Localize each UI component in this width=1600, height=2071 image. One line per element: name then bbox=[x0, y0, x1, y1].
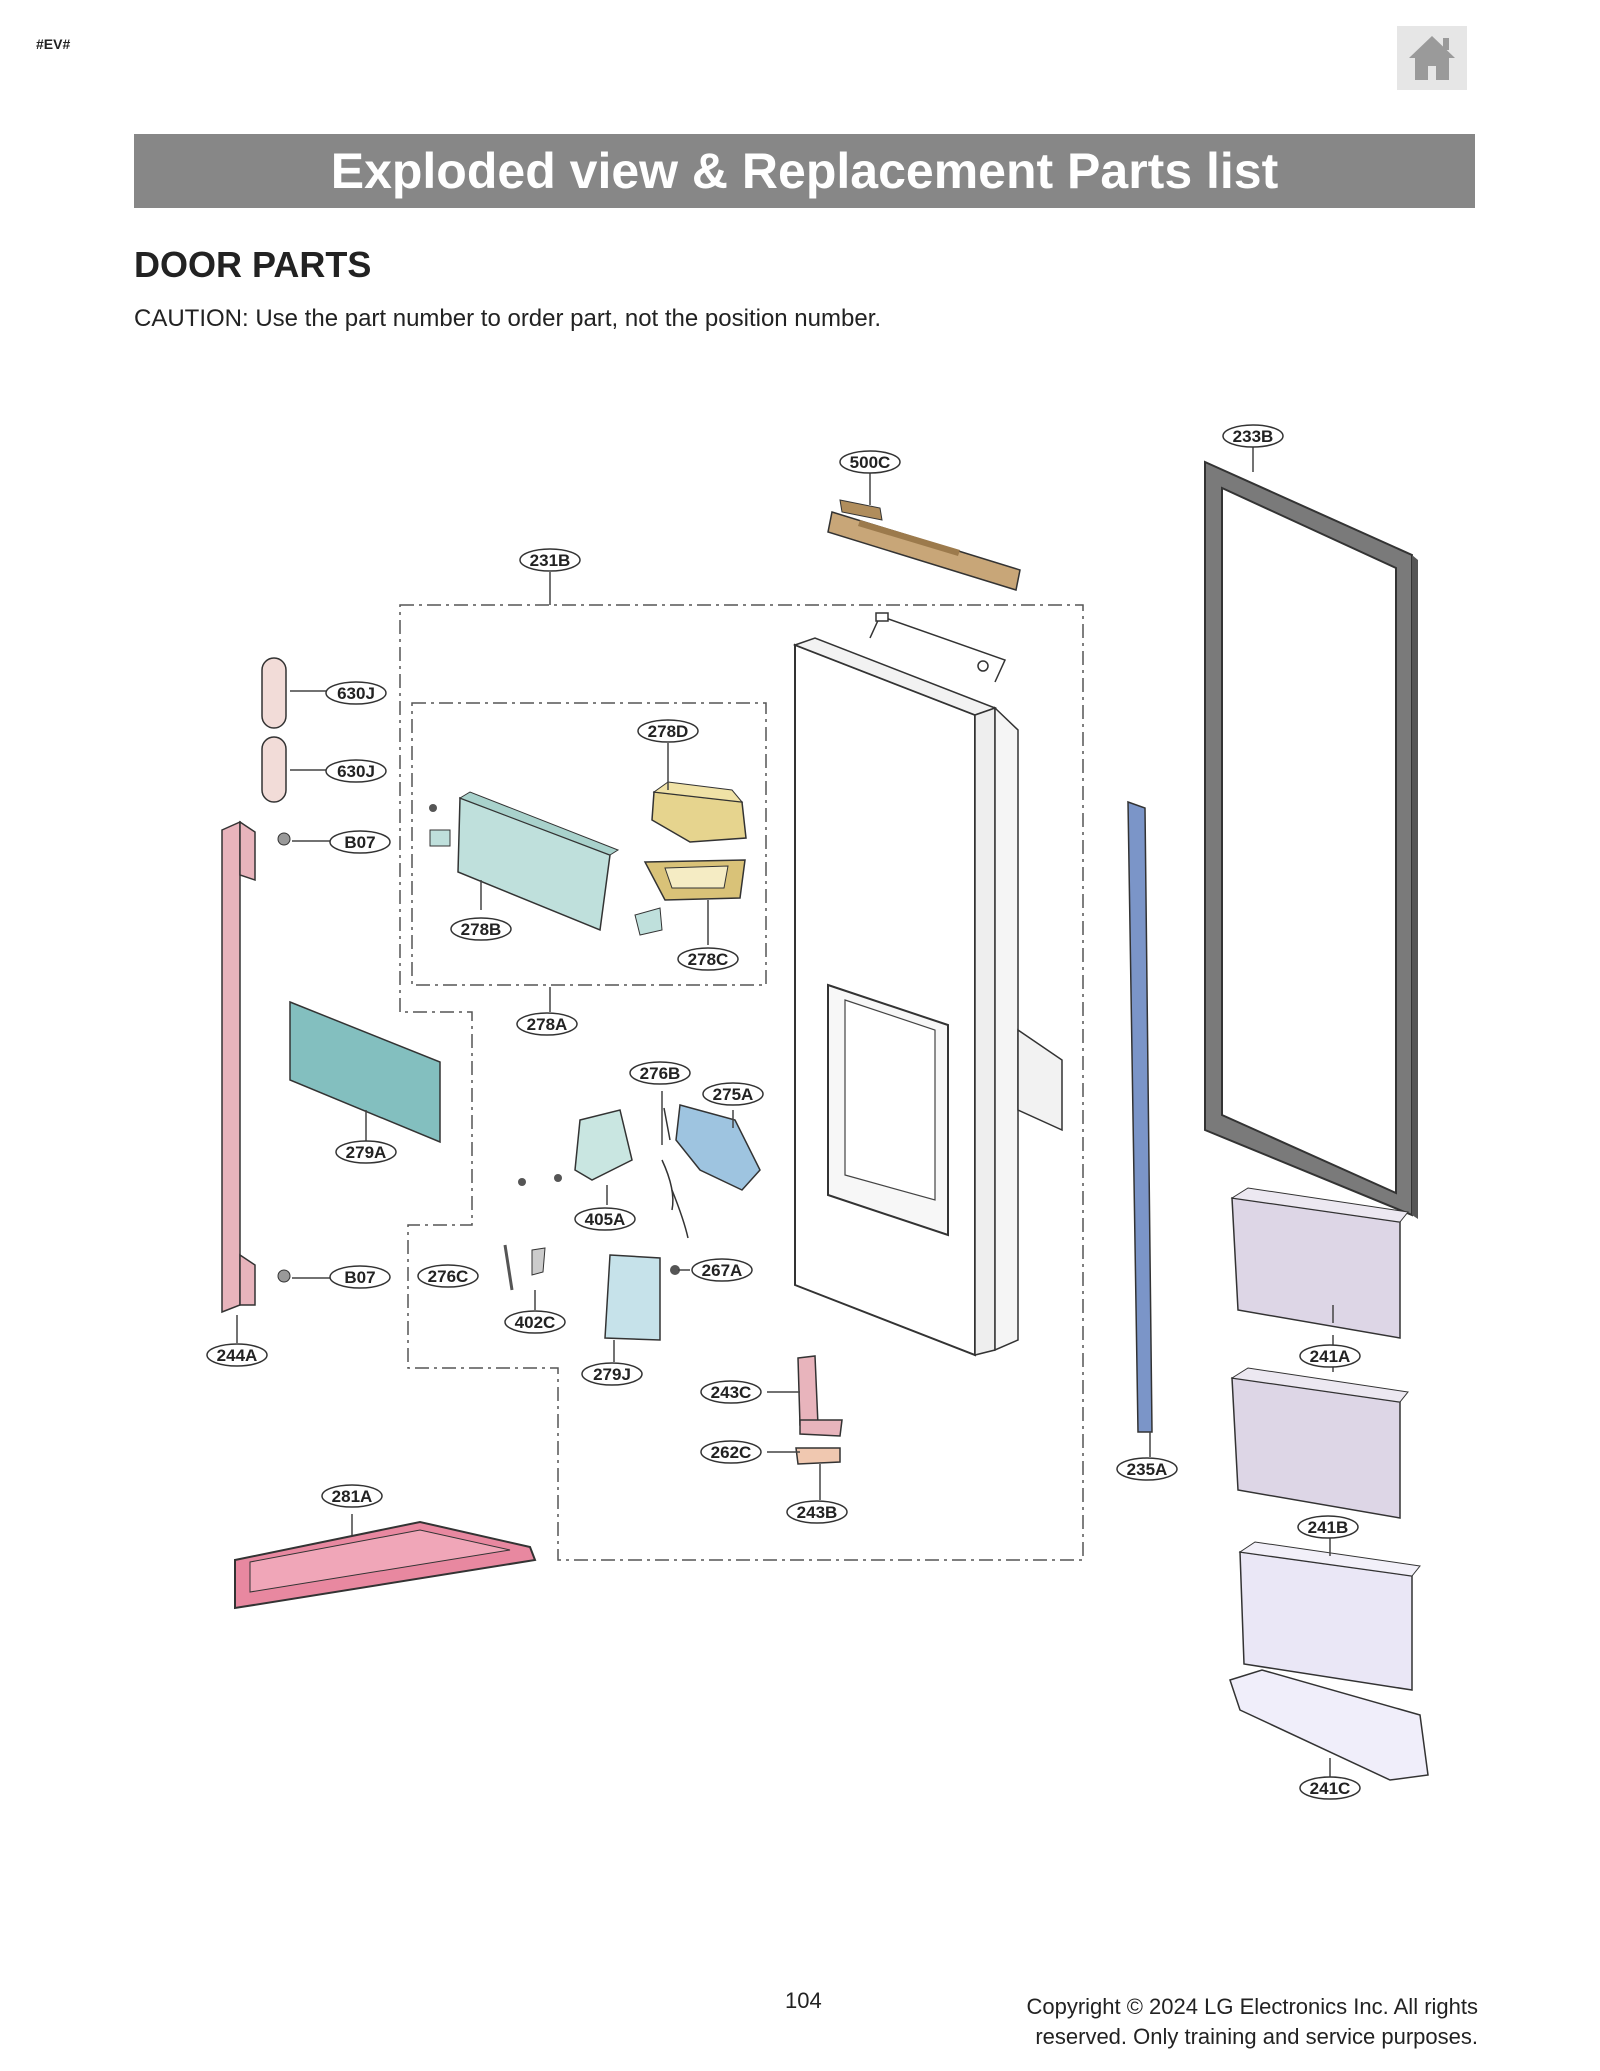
page-number: 104 bbox=[785, 1988, 822, 2013]
bracket-small bbox=[634, 907, 663, 936]
callout-276b: 276B bbox=[629, 1061, 691, 1085]
copyright-line-1: Copyright © 2024 LG Electronics Inc. All… bbox=[1026, 1994, 1478, 2019]
tray-281a bbox=[234, 1520, 537, 1610]
callout-label: 278B bbox=[461, 920, 502, 939]
callout-630j-2: 630J bbox=[325, 759, 387, 783]
callout-label: 500C bbox=[850, 453, 891, 472]
callout-label: 241A bbox=[1310, 1347, 1351, 1366]
callout-278a: 278A bbox=[516, 1012, 578, 1036]
copyright: Copyright © 2024 LG Electronics Inc. All… bbox=[918, 1992, 1478, 2052]
assembly-boundary bbox=[399, 604, 1084, 1561]
lever-276c bbox=[503, 1244, 546, 1291]
cap-630j-upper bbox=[261, 657, 287, 729]
bracket-278b bbox=[429, 791, 620, 932]
callout-233b: 233B bbox=[1222, 424, 1284, 448]
solenoid-405a bbox=[518, 1109, 633, 1186]
bin-241b bbox=[1238, 1541, 1421, 1691]
callout-243c: 243C bbox=[700, 1380, 762, 1404]
callout-630j-1: 630J bbox=[325, 681, 387, 705]
bin-241a-lower bbox=[1230, 1367, 1409, 1519]
section-title: DOOR PARTS bbox=[134, 244, 372, 285]
callout-279a: 279A bbox=[335, 1140, 397, 1164]
callout-278c: 278C bbox=[677, 947, 739, 971]
callout-278d: 278D bbox=[637, 719, 699, 743]
home-icon bbox=[1409, 36, 1455, 80]
callout-label: 275A bbox=[713, 1085, 754, 1104]
document-tag: #EV# bbox=[36, 36, 71, 52]
callout-label: 233B bbox=[1233, 427, 1274, 446]
callout-241c: 241C bbox=[1299, 1776, 1361, 1800]
door-body bbox=[792, 612, 1063, 1357]
callout-241a: 241A bbox=[1299, 1344, 1361, 1368]
callout-500c: 500C bbox=[839, 450, 901, 474]
callout-b07-2: B07 bbox=[329, 1265, 391, 1289]
callout-label: 278A bbox=[527, 1015, 568, 1034]
callout-label: 231B bbox=[530, 551, 571, 570]
page-title: Exploded view & Replacement Parts list bbox=[330, 143, 1279, 199]
bin-241c bbox=[1229, 1669, 1429, 1781]
callout-label: 281A bbox=[332, 1487, 373, 1506]
hinge-243b bbox=[795, 1447, 841, 1465]
callout-label: 278C bbox=[688, 950, 729, 969]
callout-276c: 276C bbox=[417, 1264, 479, 1288]
callout-label: 243C bbox=[711, 1383, 752, 1402]
callout-label: 243B bbox=[797, 1503, 838, 1522]
callout-label: 402C bbox=[515, 1313, 556, 1332]
callout-label: 241C bbox=[1310, 1779, 1351, 1798]
callout-label: 278D bbox=[648, 722, 689, 741]
gasket-strip-235a bbox=[1127, 800, 1153, 1433]
callout-label: 235A bbox=[1127, 1460, 1168, 1479]
callout-label: 276B bbox=[640, 1064, 681, 1083]
handle-244a bbox=[221, 820, 256, 1314]
callout-267a: 267A bbox=[691, 1258, 753, 1282]
callout-label: 276C bbox=[428, 1267, 469, 1286]
callout-231b: 231B bbox=[519, 548, 581, 572]
callout-243b: 243B bbox=[786, 1500, 848, 1524]
door-gasket-233b bbox=[1204, 460, 1418, 1219]
callout-label: 279J bbox=[593, 1365, 631, 1384]
callout-402c: 402C bbox=[504, 1310, 566, 1334]
callout-235a: 235A bbox=[1116, 1457, 1178, 1481]
callout-label: 244A bbox=[217, 1346, 258, 1365]
hinge-243c bbox=[797, 1355, 843, 1437]
callout-281a: 281A bbox=[321, 1484, 383, 1508]
leader-lines bbox=[236, 446, 1334, 1778]
copyright-line-2: reserved. Only training and service purp… bbox=[1035, 2024, 1478, 2049]
title-bar: Exploded view & Replacement Parts list bbox=[134, 134, 1475, 208]
cap-630j-lower bbox=[261, 736, 287, 803]
callout-244a: 244A bbox=[206, 1343, 268, 1367]
callout-262c: 262C bbox=[700, 1440, 762, 1464]
callout-label: 405A bbox=[585, 1210, 626, 1229]
callout-b07-1: B07 bbox=[329, 830, 391, 854]
panel-279a bbox=[289, 1000, 441, 1144]
cover-279j bbox=[604, 1254, 680, 1341]
callout-275a: 275A bbox=[702, 1082, 764, 1106]
bin-241a-upper bbox=[1230, 1187, 1409, 1339]
callout-label: 241B bbox=[1308, 1518, 1349, 1537]
callout-label: B07 bbox=[344, 1268, 375, 1287]
callout-label: 630J bbox=[337, 684, 375, 703]
callout-label: 267A bbox=[702, 1261, 743, 1280]
dispenser-cover-500c bbox=[827, 499, 1021, 591]
callout-label: 630J bbox=[337, 762, 375, 781]
home-button[interactable] bbox=[1397, 26, 1467, 90]
callout-278b: 278B bbox=[450, 917, 512, 941]
callout-279j: 279J bbox=[581, 1362, 643, 1386]
callout-label: 262C bbox=[711, 1443, 752, 1462]
housing-278d bbox=[651, 781, 747, 843]
screw-b07-upper bbox=[277, 832, 291, 846]
tray-278c bbox=[643, 859, 746, 901]
callout-405a: 405A bbox=[574, 1207, 636, 1231]
screw-b07-lower bbox=[277, 1269, 291, 1283]
caution-text: CAUTION: Use the part number to order pa… bbox=[134, 305, 882, 332]
callout-label: 279A bbox=[346, 1143, 387, 1162]
callout-label: B07 bbox=[344, 833, 375, 852]
motor-275a bbox=[661, 1104, 761, 1239]
callout-241b: 241B bbox=[1297, 1515, 1359, 1539]
